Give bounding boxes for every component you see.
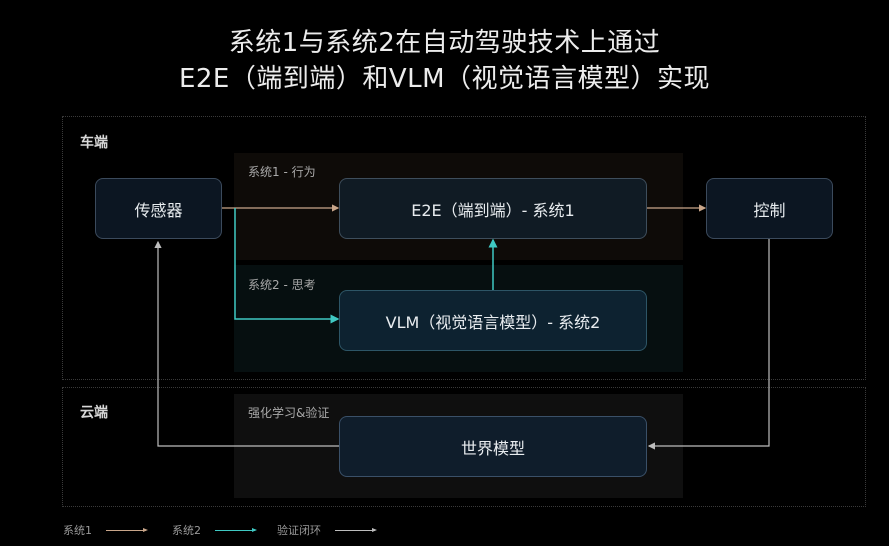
sensor-node[interactable]: 传感器 bbox=[95, 178, 222, 239]
cloud-zone-label: 云端 bbox=[80, 405, 108, 421]
vehicle-zone bbox=[62, 116, 866, 380]
control-node[interactable]: 控制 bbox=[706, 178, 833, 239]
legend-system1: 系统1 bbox=[63, 522, 148, 538]
legend-system2-label: 系统2 bbox=[172, 524, 201, 537]
rl-panel-label: 强化学习&验证 bbox=[248, 406, 330, 420]
e2e-node-label: E2E（端到端）- 系统1 bbox=[411, 200, 575, 220]
system1-panel-label: 系统1 - 行为 bbox=[248, 165, 316, 179]
e2e-node[interactable]: E2E（端到端）- 系统1 bbox=[339, 178, 647, 239]
world-model-node[interactable]: 世界模型 bbox=[339, 416, 647, 477]
title-line-1: 系统1与系统2在自动驾驶技术上通过 bbox=[228, 28, 661, 58]
cloud-zone bbox=[62, 387, 866, 507]
sensor-node-label: 传感器 bbox=[134, 200, 183, 220]
legend-loop-arrow-icon bbox=[335, 527, 377, 532]
legend-loop: 验证闭环 bbox=[277, 522, 377, 538]
legend-system1-label: 系统1 bbox=[63, 524, 92, 537]
world-model-node-label: 世界模型 bbox=[460, 438, 525, 458]
system2-panel-label: 系统2 - 思考 bbox=[248, 278, 316, 292]
vlm-node[interactable]: VLM（视觉语言模型）- 系统2 bbox=[339, 290, 647, 351]
legend-system1-arrow-icon bbox=[106, 527, 148, 532]
vehicle-zone-label: 车端 bbox=[80, 135, 108, 151]
legend-system2-arrow-icon bbox=[215, 527, 257, 532]
title-line-2: E2E（端到端）和VLM（视觉语言模型）实现 bbox=[178, 64, 711, 94]
legend-system2: 系统2 bbox=[172, 522, 257, 538]
vlm-node-label: VLM（视觉语言模型）- 系统2 bbox=[385, 312, 601, 332]
control-node-label: 控制 bbox=[753, 200, 786, 220]
legend-loop-label: 验证闭环 bbox=[277, 524, 321, 537]
